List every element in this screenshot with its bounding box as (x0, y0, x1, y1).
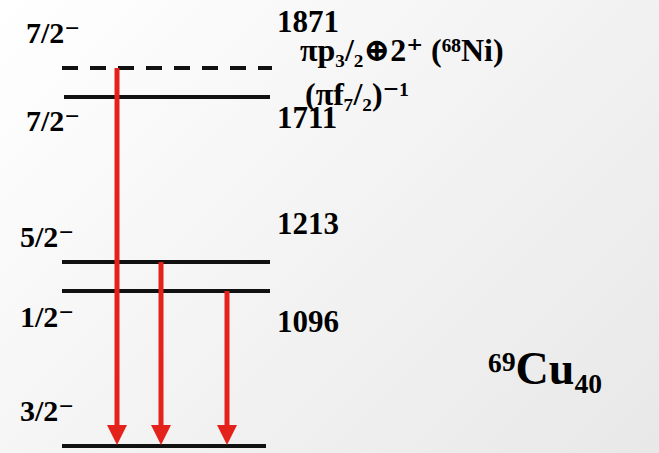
level-line (62, 260, 270, 264)
spin-label: 7/2⁻ (26, 18, 80, 48)
energy-label: 1213 (277, 208, 339, 239)
configuration-label: (πf₇/₂)⁻¹ (305, 78, 409, 110)
energy-label: 1096 (277, 306, 339, 337)
energy-label: 1871 (277, 6, 339, 37)
nucleus-label: ⁶⁹Cu₄₀ (488, 346, 602, 392)
level-line (62, 289, 270, 293)
spin-label: 1/2⁻ (20, 302, 74, 332)
spin-label: 5/2⁻ (20, 222, 74, 252)
spin-label: 7/2⁻ (26, 106, 80, 136)
gamma-arrow (115, 68, 120, 436)
spin-label: 3/2⁻ (20, 396, 74, 426)
level-line (62, 66, 272, 70)
level-line (62, 444, 266, 448)
level-line (64, 95, 270, 99)
configuration-label: πp₃/₂⊕2⁺ (⁶⁸Ni) (300, 34, 504, 66)
gamma-arrow (159, 262, 164, 436)
gamma-arrow (225, 291, 230, 436)
